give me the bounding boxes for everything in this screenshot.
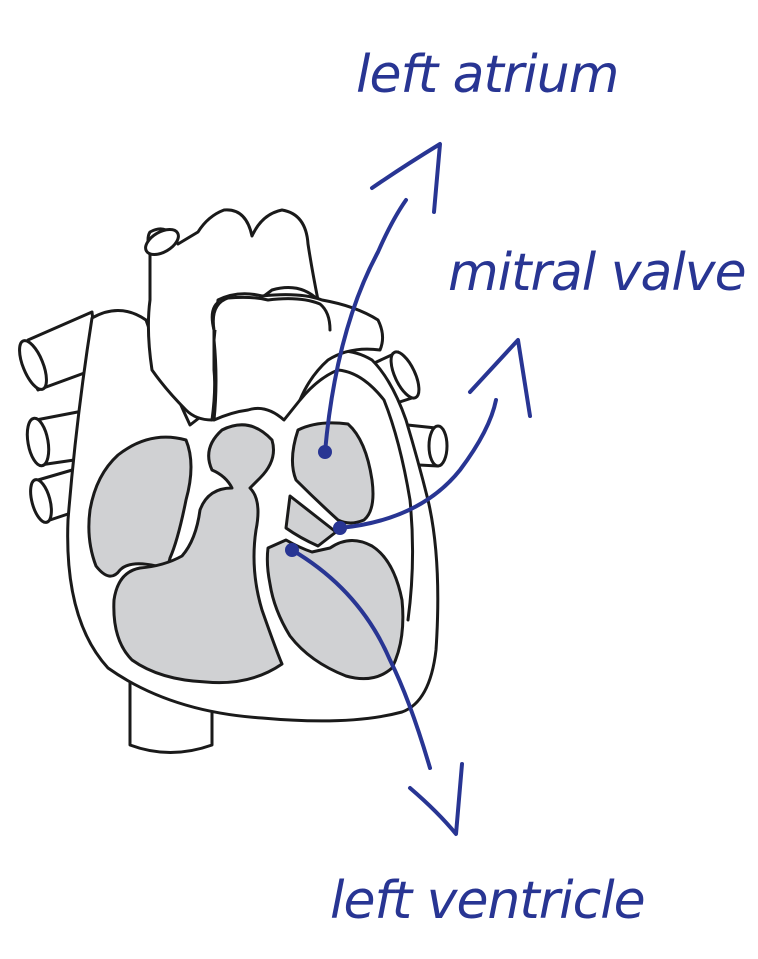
mitral-valve-pointer-line: [338, 398, 498, 530]
left-atrium-chamber: [291, 421, 375, 525]
annotations: [285, 142, 532, 836]
left-atrium-dot: [318, 445, 332, 459]
left-ventricle-dot: [285, 543, 299, 557]
left-ventricle-pointer-line: [290, 548, 432, 770]
label-left-ventricle: left ventricle: [330, 871, 645, 931]
pulmonary-vein-lower-left-opening: [29, 478, 53, 524]
left-atrium-arrowhead: [370, 142, 442, 214]
mitral-valve-cusp: [284, 494, 338, 548]
vessel-opening-left: [144, 228, 180, 256]
great-vessels: [144, 208, 385, 422]
pulmonary-vein-mid-left-opening: [25, 416, 51, 468]
left-atrium-pointer-line: [323, 198, 408, 454]
pulmonary-vein-upper-left-opening: [18, 339, 48, 391]
mitral-valve-dot: [333, 521, 347, 535]
aortic-arch: [146, 208, 320, 422]
mitral-valve-arrowhead: [468, 338, 532, 418]
pulmonary-vein-lower-right-opening: [427, 424, 449, 468]
label-left-atrium: left atrium: [356, 45, 618, 105]
pulmonary-vein-upper-right-opening: [389, 350, 421, 400]
chambers: [87, 421, 405, 685]
aorta-front: [211, 295, 332, 332]
left-ventricle-arrowhead: [408, 762, 464, 836]
right-ventricle-chamber: [112, 423, 284, 685]
label-mitral-valve: mitral valve: [448, 243, 746, 303]
